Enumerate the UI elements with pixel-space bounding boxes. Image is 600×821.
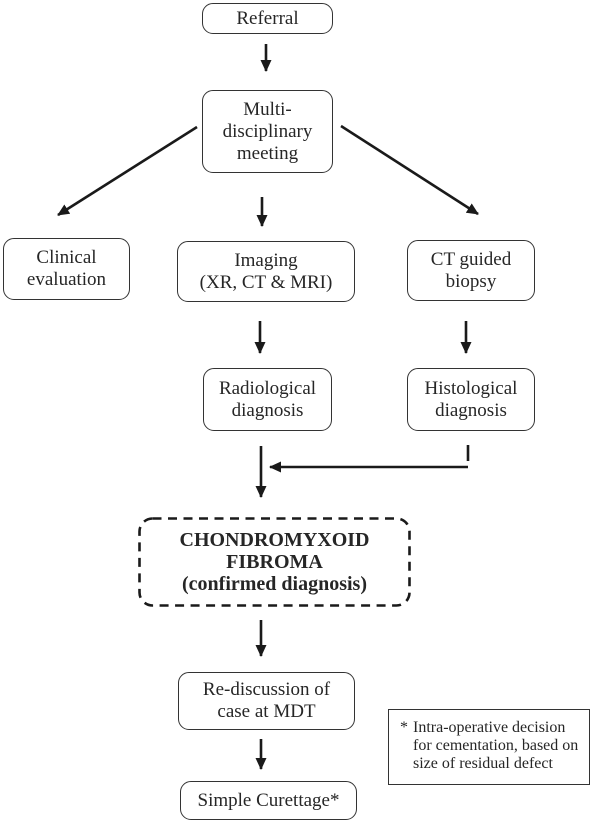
node-simple-curettage: Simple Curettage* — [180, 781, 357, 820]
node-radiological-diagnosis: Radiological diagnosis — [203, 368, 332, 431]
node-clinical-evaluation: Clinical evaluation — [3, 238, 130, 300]
footnote-asterisk: * — [400, 719, 408, 736]
node-histological-diagnosis: Histological diagnosis — [407, 368, 535, 431]
arrow-mdt-to-ct-biopsy — [340, 124, 479, 216]
footnote-text: Intra-operative decision for cementation… — [413, 719, 579, 772]
node-multidisciplinary-meeting: Multi- disciplinary meeting — [202, 90, 333, 173]
footnote-box: * Intra-operative decision for cementati… — [388, 709, 590, 785]
node-ct-guided-biopsy: CT guided biopsy — [407, 240, 535, 301]
node-referral: Referral — [202, 3, 333, 34]
node-imaging: Imaging (XR, CT & MRI) — [177, 241, 355, 302]
arrow-mdt-to-clinical — [57, 125, 198, 217]
node-rediscussion-mdt: Re-discussion of case at MDT — [178, 672, 355, 730]
node-chondromyxoid-fibroma: CHONDROMYXOID FIBROMA (confirmed diagnos… — [179, 529, 370, 595]
